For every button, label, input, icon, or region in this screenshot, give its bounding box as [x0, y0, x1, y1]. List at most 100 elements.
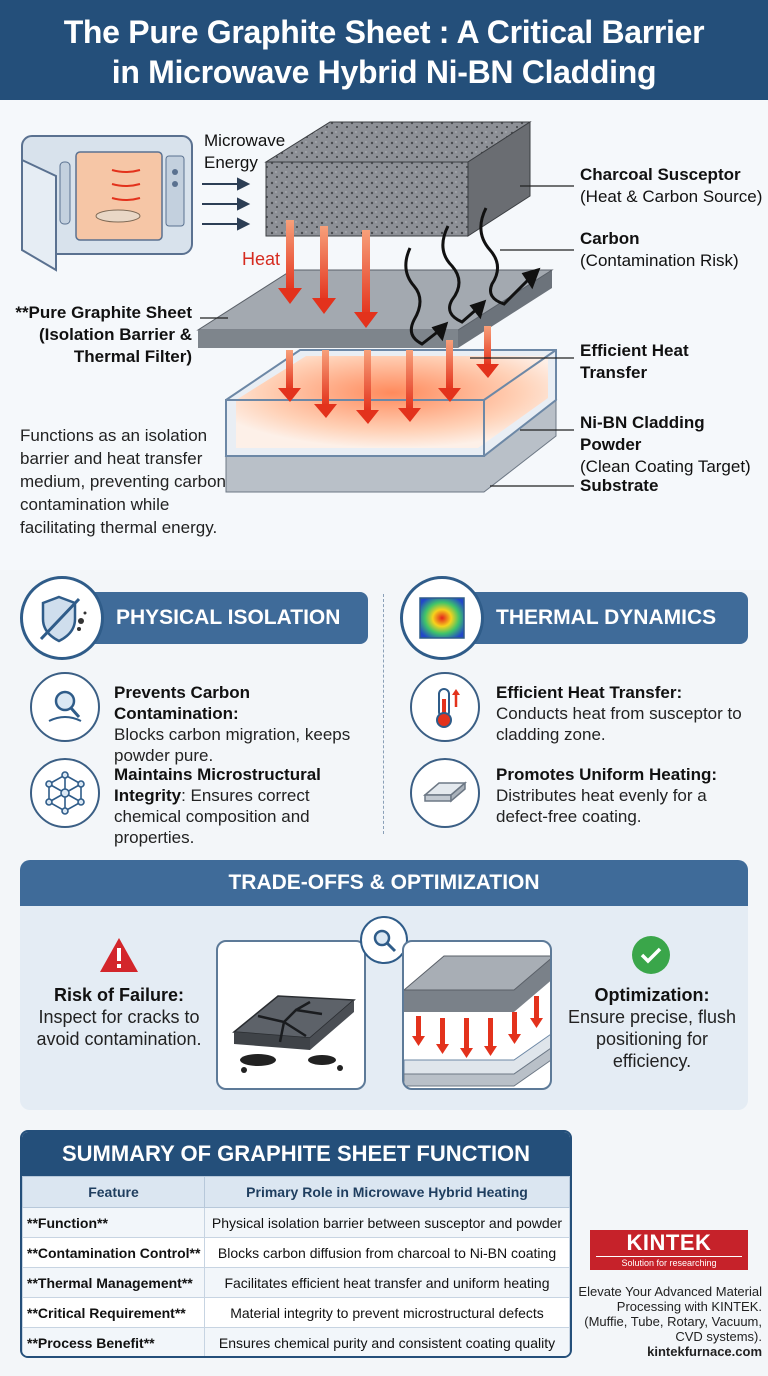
risk-of-failure: Risk of Failure: Inspect for cracks to a…: [24, 984, 214, 1050]
column-header-feature: Feature: [22, 1176, 205, 1208]
charcoal-susceptor-label: Charcoal Susceptor (Heat & Carbon Source…: [580, 164, 762, 208]
efficient-heat-transfer-item: Efficient Heat Transfer: Conducts heat f…: [496, 682, 748, 745]
shield-icon: [20, 576, 104, 660]
graphite-sheet-label: **Pure Graphite Sheet (Isolation Barrier…: [14, 302, 192, 368]
page-title-line-2: in Microwave Hybrid Ni-BN Cladding: [111, 54, 657, 90]
heat-transfer-line-2: Transfer: [580, 363, 648, 382]
kintek-logo: KINTEK Solution for researching: [590, 1230, 748, 1270]
graphite-label-line-2: (Isolation Barrier &: [38, 325, 192, 344]
table-row: **Critical Requirement** Material integr…: [22, 1297, 570, 1328]
graphite-label-line-3: Thermal Filter): [73, 347, 192, 366]
summary-title: SUMMARY OF GRAPHITE SHEET FUNCTION: [22, 1132, 570, 1176]
carbon-label: Carbon (Contamination Risk): [580, 228, 739, 272]
powder-subtitle: (Clean Coating Target): [580, 457, 751, 476]
table-header-row: Feature Primary Role in Microwave Hybrid…: [22, 1176, 570, 1208]
layer-diagram: Microwave Energy Heat Charcoal Susceptor…: [0, 100, 768, 570]
heat-transfer-label: Efficient Heat Transfer: [580, 340, 689, 384]
heat-transfer-line-1: Efficient Heat: [580, 341, 689, 360]
thermal-dynamics-header: THERMAL DYNAMICS: [452, 592, 748, 644]
table-row: **Contamination Control** Blocks carbon …: [22, 1237, 570, 1268]
thermal-dynamics-title: THERMAL DYNAMICS: [496, 606, 717, 629]
susceptor-subtitle: (Heat & Carbon Source): [580, 187, 763, 206]
uniform-heating-body: Distributes heat evenly for a defect-fre…: [496, 786, 707, 826]
uniform-heating-item: Promotes Uniform Heating: Distributes he…: [496, 764, 748, 827]
plate-icon: [410, 758, 480, 828]
optimization-title: Optimization:: [594, 985, 710, 1005]
carbon-migration-arrows: [404, 207, 541, 346]
promo-line-1: Elevate Your Advanced Material: [578, 1284, 762, 1299]
table-cell-feature: **Thermal Management**: [22, 1267, 205, 1298]
thermometer-icon: [410, 672, 480, 742]
diagram-description: Functions as an isolation barrier and he…: [20, 426, 227, 537]
warning-icon: [98, 936, 140, 979]
substrate-label: Substrate: [580, 475, 658, 497]
cladding-powder-tray: [225, 349, 557, 457]
table-cell-role: Facilitates efficient heat transfer and …: [204, 1267, 570, 1298]
carbon-subtitle: (Contamination Risk): [580, 251, 739, 270]
carbon-contamination-body: Blocks carbon migration, keeps powder pu…: [114, 725, 351, 765]
heat-arrows-upper: [278, 220, 378, 328]
table-cell-feature: **Contamination Control**: [22, 1237, 205, 1268]
table-cell-role: Physical isolation barrier between susce…: [204, 1207, 570, 1238]
microwave-label-line-2: Energy: [204, 153, 258, 172]
efficient-heat-transfer-title: Efficient Heat Transfer:: [496, 683, 683, 702]
cladding-powder-label: Ni-BN Cladding Powder (Clean Coating Tar…: [580, 412, 768, 478]
cracked-sheet-illustration: [216, 940, 366, 1090]
brand-tagline: Solution for researching: [596, 1256, 742, 1269]
promo-line-2: Processing with KINTEK.: [616, 1299, 762, 1314]
brand-name: KINTEK: [626, 1230, 712, 1255]
page-header: The Pure Graphite Sheet : A Critical Bar…: [0, 0, 768, 100]
risk-title: Risk of Failure:: [53, 985, 185, 1005]
risk-body: Inspect for cracks to avoid contaminatio…: [36, 1007, 202, 1049]
pillar-divider: [383, 594, 384, 834]
physical-isolation-header: PHYSICAL ISOLATION: [72, 592, 368, 644]
heat-label: Heat: [242, 249, 281, 269]
callout-leader-lines: [200, 185, 574, 487]
column-header-role: Primary Role in Microwave Hybrid Heating: [204, 1176, 570, 1208]
table-cell-feature: **Function**: [22, 1207, 205, 1238]
charcoal-susceptor-block: [264, 121, 532, 237]
summary-table-card: SUMMARY OF GRAPHITE SHEET FUNCTION Featu…: [20, 1130, 572, 1358]
physical-isolation-title: PHYSICAL ISOLATION: [116, 606, 341, 629]
brand-website-link[interactable]: kintekfurnace.com: [647, 1344, 762, 1359]
table-row: **Thermal Management** Facilitates effic…: [22, 1267, 570, 1298]
table-cell-role: Blocks carbon diffusion from charcoal to…: [204, 1237, 570, 1268]
promo-line-3: (Muffie, Tube, Rotary, Vacuum,: [584, 1314, 762, 1329]
check-icon: [632, 936, 670, 974]
microwave-label-line-1: Microwave: [204, 131, 286, 150]
microstructural-integrity-item: Maintains Microstructural Integrity: Ens…: [114, 764, 380, 848]
carbon-contamination-title: Prevents Carbon Contamination:: [114, 683, 251, 723]
table-cell-feature: **Process Benefit**: [22, 1327, 205, 1356]
flush-positioning-illustration: [402, 940, 552, 1090]
promo-line-4: CVD systems).: [675, 1329, 762, 1344]
tradeoffs-section: TRADE-OFFS & OPTIMIZATION Risk of Failur…: [20, 860, 748, 1110]
heat-arrows-lower: [278, 326, 499, 424]
substrate-title: Substrate: [580, 476, 659, 495]
summary-table: Feature Primary Role in Microwave Hybrid…: [22, 1176, 570, 1356]
graphite-label-line-1: **Pure Graphite Sheet: [15, 303, 192, 322]
uniform-heating-title: Promotes Uniform Heating:: [496, 765, 718, 784]
brand-promo: Elevate Your Advanced Material Processin…: [572, 1284, 762, 1359]
microstructural-integrity-title: Maintains Microstructural Integrity: [114, 765, 321, 805]
powder-title: Ni-BN Cladding Powder: [580, 413, 705, 454]
table-cell-feature: **Critical Requirement**: [22, 1297, 205, 1328]
table-row: **Function** Physical isolation barrier …: [22, 1207, 570, 1238]
susceptor-title: Charcoal Susceptor: [580, 165, 741, 184]
inspect-magnifier-icon: [360, 916, 408, 964]
microwave-oven-icon: [21, 135, 193, 272]
page-title-line-1: The Pure Graphite Sheet : A Critical Bar…: [63, 14, 705, 50]
heatmap-icon: [400, 576, 484, 660]
microwave-energy-label: Microwave Energy: [204, 130, 285, 174]
table-cell-role: Material integrity to prevent microstruc…: [204, 1297, 570, 1328]
layer-illustration: [21, 121, 574, 493]
microstructural-integrity-body: : Ensures correct chemical composition a…: [114, 786, 310, 847]
tradeoffs-title: TRADE-OFFS & OPTIMIZATION: [20, 860, 748, 906]
optimization-body: Ensure precise, flush positioning for ef…: [567, 1007, 737, 1071]
optimization: Optimization: Ensure precise, flush posi…: [560, 984, 744, 1072]
table-cell-role: Ensures chemical purity and consistent c…: [204, 1327, 570, 1356]
efficient-heat-transfer-body: Conducts heat from susceptor to cladding…: [496, 704, 742, 744]
molecule-icon: [30, 758, 100, 828]
table-row: **Process Benefit** Ensures chemical pur…: [22, 1327, 570, 1356]
microwave-energy-arrows: [202, 177, 251, 231]
graphite-sheet-layer: [196, 269, 554, 348]
